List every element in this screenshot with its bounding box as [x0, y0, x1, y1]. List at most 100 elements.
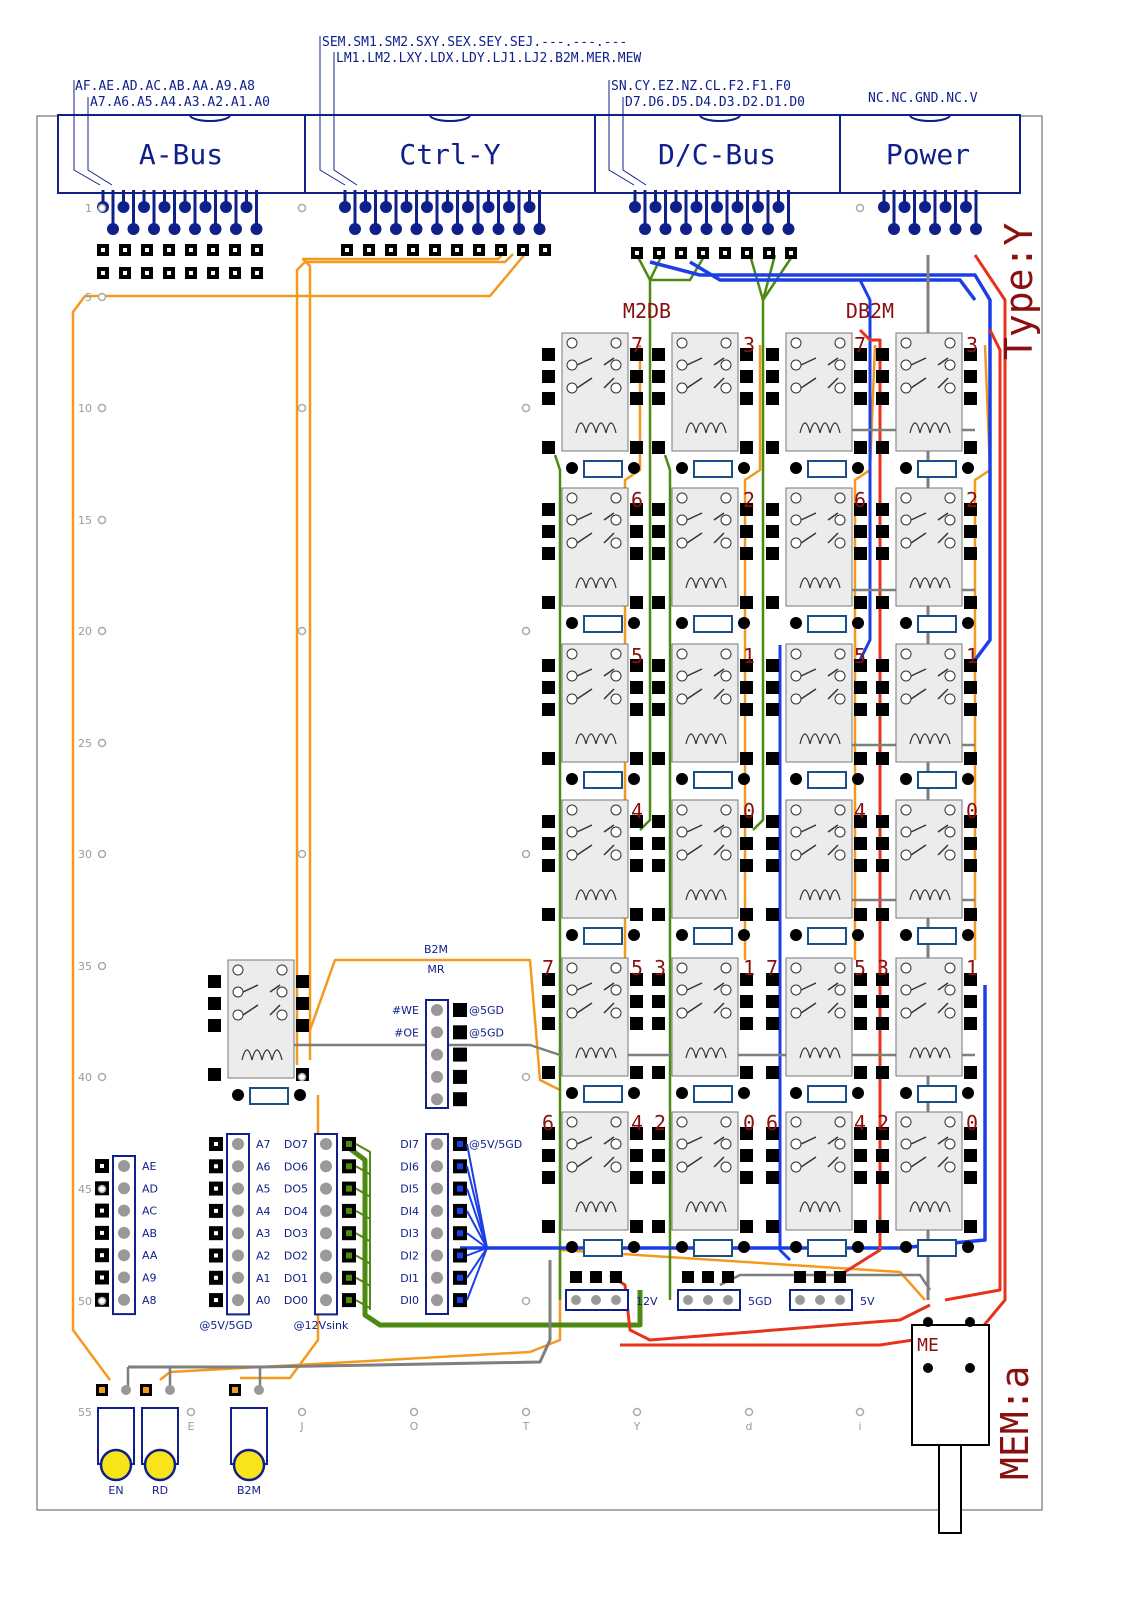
relay-pad — [766, 659, 779, 672]
relay-pad — [740, 1171, 753, 1184]
relay-pin — [610, 359, 622, 371]
relay-pad — [854, 370, 867, 383]
relay-pad — [964, 908, 977, 921]
relay-pad — [542, 596, 555, 609]
header-mem-ctrl-note: @5GD — [469, 1004, 504, 1017]
relay-pin — [900, 537, 912, 549]
relay-pin — [610, 492, 622, 504]
relay-pad — [964, 1220, 977, 1233]
relay-coil-pad — [900, 929, 912, 941]
relay-coil — [799, 422, 841, 434]
header-addr-high-pin — [118, 1249, 130, 1262]
relay-coil-pad — [628, 773, 640, 785]
relay-pin — [720, 826, 732, 838]
relay-pad — [542, 859, 555, 872]
ctrl-y-pins-line1: SEM.SM1.SM2.SXY.SEX.SEY.SEJ.---.---.--- — [322, 35, 627, 50]
dc-bus-connector — [594, 114, 841, 194]
led-pad-anode — [99, 1387, 105, 1393]
relay-pad — [964, 681, 977, 694]
relay-coil-pad — [852, 929, 864, 941]
relay-pad — [542, 908, 555, 921]
relay-pad — [542, 503, 555, 516]
data-out-trace — [355, 1299, 371, 1310]
a-bus-pad-hole — [189, 271, 193, 275]
grid-hole — [97, 1072, 107, 1082]
dc-bus-pins-line1: SN.CY.EZ.NZ.CL.F2.F1.F0 — [611, 79, 791, 94]
relay-pin — [900, 337, 912, 349]
relay — [652, 799, 753, 945]
a-bus-connector — [57, 114, 306, 194]
header-addr-low-label: A0 — [256, 1294, 271, 1307]
relay-pad — [652, 859, 665, 872]
relay-pin — [834, 648, 846, 660]
relay-pin — [566, 962, 578, 974]
dc-bus-pad-hole — [679, 251, 683, 255]
orange-trace — [301, 253, 504, 1060]
header-addr-low-pin — [232, 1271, 244, 1284]
relay-pad — [542, 1127, 555, 1140]
column-letter: J — [299, 1420, 303, 1433]
led-indicator — [99, 1448, 133, 1482]
relay-pad — [740, 1066, 753, 1079]
power-pin-lead — [944, 190, 957, 229]
relay-pad — [652, 596, 665, 609]
relay-index: 4 — [631, 1111, 643, 1135]
relay-index: 5 — [854, 956, 866, 980]
relay-pin — [232, 1009, 244, 1021]
led-indicator — [232, 1448, 266, 1482]
power-terminal-pad — [702, 1271, 714, 1283]
relay-pad — [740, 659, 753, 672]
relay-pin — [566, 648, 578, 660]
grid-hole — [97, 515, 107, 525]
relay-contact — [910, 982, 949, 1014]
relay-contact — [576, 1136, 615, 1168]
relay-coil — [799, 1201, 841, 1213]
ctrl-y-pin-lead — [528, 190, 541, 229]
relay-pad — [766, 1127, 779, 1140]
grid-hole — [97, 292, 107, 302]
relay-coil — [575, 889, 617, 901]
relay-contact — [576, 357, 615, 389]
relay-coil-pad — [628, 1087, 640, 1099]
relay-pin — [676, 670, 688, 682]
relay-pad — [854, 503, 867, 516]
header-data-in-pin — [431, 1160, 443, 1173]
header-mem-ctrl-pad — [453, 1025, 467, 1040]
relay-pad — [854, 392, 867, 405]
a-bus-pin-lead — [204, 190, 217, 229]
relay-coil — [241, 1049, 283, 1061]
a-bus-pad-hole — [211, 248, 215, 252]
ctrl-y-title: Ctrl-Y — [399, 138, 500, 171]
header-addr-low-pin — [232, 1138, 244, 1150]
me-switch: ME — [911, 1317, 990, 1534]
relay-pad — [630, 703, 643, 716]
relay-pad — [630, 995, 643, 1008]
header-data-out-pad-hole — [346, 1185, 352, 1192]
relay-index: 3 — [654, 956, 666, 980]
header-data-in-pad-hole — [457, 1297, 463, 1304]
ctrl-y-pins-line2: LM1.LM2.LXY.LDX.LDY.LJ1.LJ2.B2M.MER.MEW — [336, 51, 641, 66]
relay-coil-pad — [790, 929, 802, 941]
relay-pad — [766, 392, 779, 405]
relay-pin — [276, 1009, 288, 1021]
a-bus-pad-hole — [189, 248, 193, 252]
ctrl-y-pin-lead — [425, 190, 439, 229]
relay-contact — [800, 1136, 839, 1168]
header-addr-high-pin — [118, 1271, 130, 1284]
header-data-out-label: DO2 — [284, 1250, 308, 1263]
header-mem-ctrl-label: #WE — [392, 1004, 419, 1017]
column-letter: O — [410, 1420, 419, 1433]
mem-label: MEM:a — [993, 1366, 1037, 1480]
data-in-trace — [466, 1232, 488, 1249]
relay-coil-pad — [628, 929, 640, 941]
header-data-out-pin — [320, 1249, 332, 1262]
relay-pad — [652, 659, 665, 672]
ctrl-y-pad-hole — [455, 248, 459, 252]
relay-diode — [583, 615, 623, 633]
a-bus-pin-lead — [245, 190, 258, 229]
relay-pad — [740, 370, 753, 383]
relay-contact — [242, 984, 281, 1016]
relay-pin — [610, 1116, 622, 1128]
relay-pad — [740, 503, 753, 516]
relay-pad — [964, 859, 977, 872]
